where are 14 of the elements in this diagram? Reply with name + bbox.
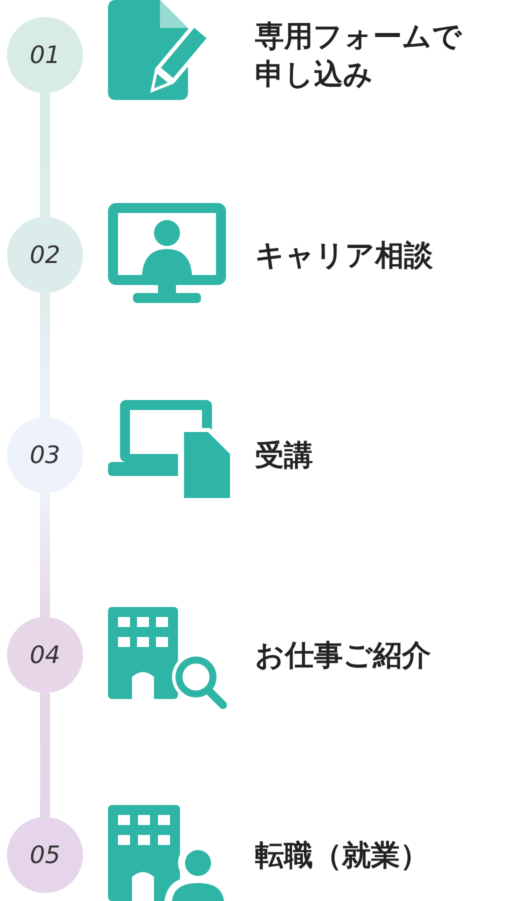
timeline-line [40, 693, 50, 817]
step-number: 04 [30, 641, 60, 669]
step-number: 05 [30, 841, 60, 869]
step-title: キャリア相談 [255, 237, 434, 274]
timeline-line [40, 93, 50, 217]
step-number: 02 [30, 241, 60, 269]
timeline-line [40, 293, 50, 417]
step-title: 受講 [255, 437, 314, 474]
step-title: 転職（就業） [255, 837, 430, 874]
step-number: 01 [30, 41, 60, 69]
timeline-line [40, 493, 50, 617]
step-title: 専用フォームで申し込み [255, 18, 463, 93]
step-number: 03 [30, 441, 60, 469]
step-title: お仕事ご紹介 [255, 637, 432, 674]
